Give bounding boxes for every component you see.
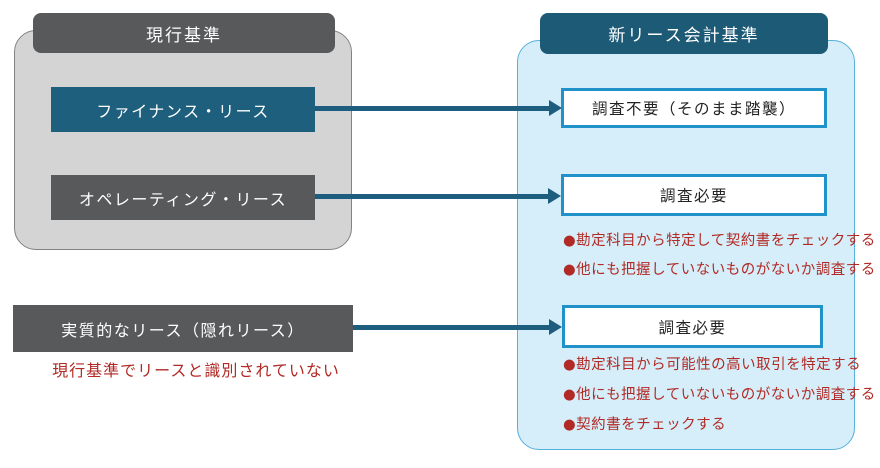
operating-lease-label: オペレーティング・リース xyxy=(78,189,288,209)
arrow-shaft xyxy=(315,105,549,111)
note-item: ●他にも把握していないものがないか調査する xyxy=(563,387,876,403)
arrow-right-icon xyxy=(549,319,562,335)
arrow-right-icon xyxy=(549,100,562,116)
note-item: ●契約書をチェックする xyxy=(563,417,727,433)
new-standards-title: 新リース会計基準 xyxy=(608,26,760,46)
survey-notes-operating: ●勘定科目から特定して契約書をチェックする ●他にも把握していないものがないか調… xyxy=(563,227,876,285)
flow-arrow-operating xyxy=(315,188,561,204)
result-survey-needed-2-label: 調査必要 xyxy=(658,318,727,337)
current-standards-header: 現行基準 xyxy=(33,13,335,53)
result-box-survey-needed-1: 調査必要 xyxy=(561,174,827,216)
survey-notes-hidden: ●勘定科目から可能性の高い取引を特定する ●他にも把握していないものがないか調査… xyxy=(563,350,876,440)
note-item: ●勘定科目から特定して契約書をチェックする xyxy=(563,233,876,249)
arrow-shaft xyxy=(353,324,549,330)
result-box-no-survey: 調査不要（そのまま踏襲） xyxy=(561,88,827,128)
note-item: ●勘定科目から可能性の高い取引を特定する xyxy=(563,357,862,373)
flow-arrow-hidden-lease xyxy=(353,319,562,335)
hidden-lease-caption: 現行基準でリースと識別されていない xyxy=(52,361,340,380)
arrow-right-icon xyxy=(548,188,561,204)
arrow-shaft xyxy=(315,193,548,199)
finance-lease-box: ファイナンス・リース xyxy=(51,87,315,132)
hidden-lease-box: 実質的なリース（隠れリース） xyxy=(13,305,353,352)
new-standards-header: 新リース会計基準 xyxy=(540,13,828,54)
operating-lease-box: オペレーティング・リース xyxy=(51,175,315,220)
hidden-lease-label: 実質的なリース（隠れリース） xyxy=(61,320,305,340)
result-survey-needed-1-label: 調査必要 xyxy=(659,187,728,205)
note-item: ●他にも把握していないものがないか調査する xyxy=(563,262,876,278)
finance-lease-label: ファイナンス・リース xyxy=(96,101,270,121)
flow-arrow-finance xyxy=(315,100,562,116)
current-standards-title: 現行基準 xyxy=(146,25,222,46)
result-box-survey-needed-2: 調査必要 xyxy=(562,305,823,348)
result-no-survey-label: 調査不要（そのまま踏襲） xyxy=(591,100,796,118)
